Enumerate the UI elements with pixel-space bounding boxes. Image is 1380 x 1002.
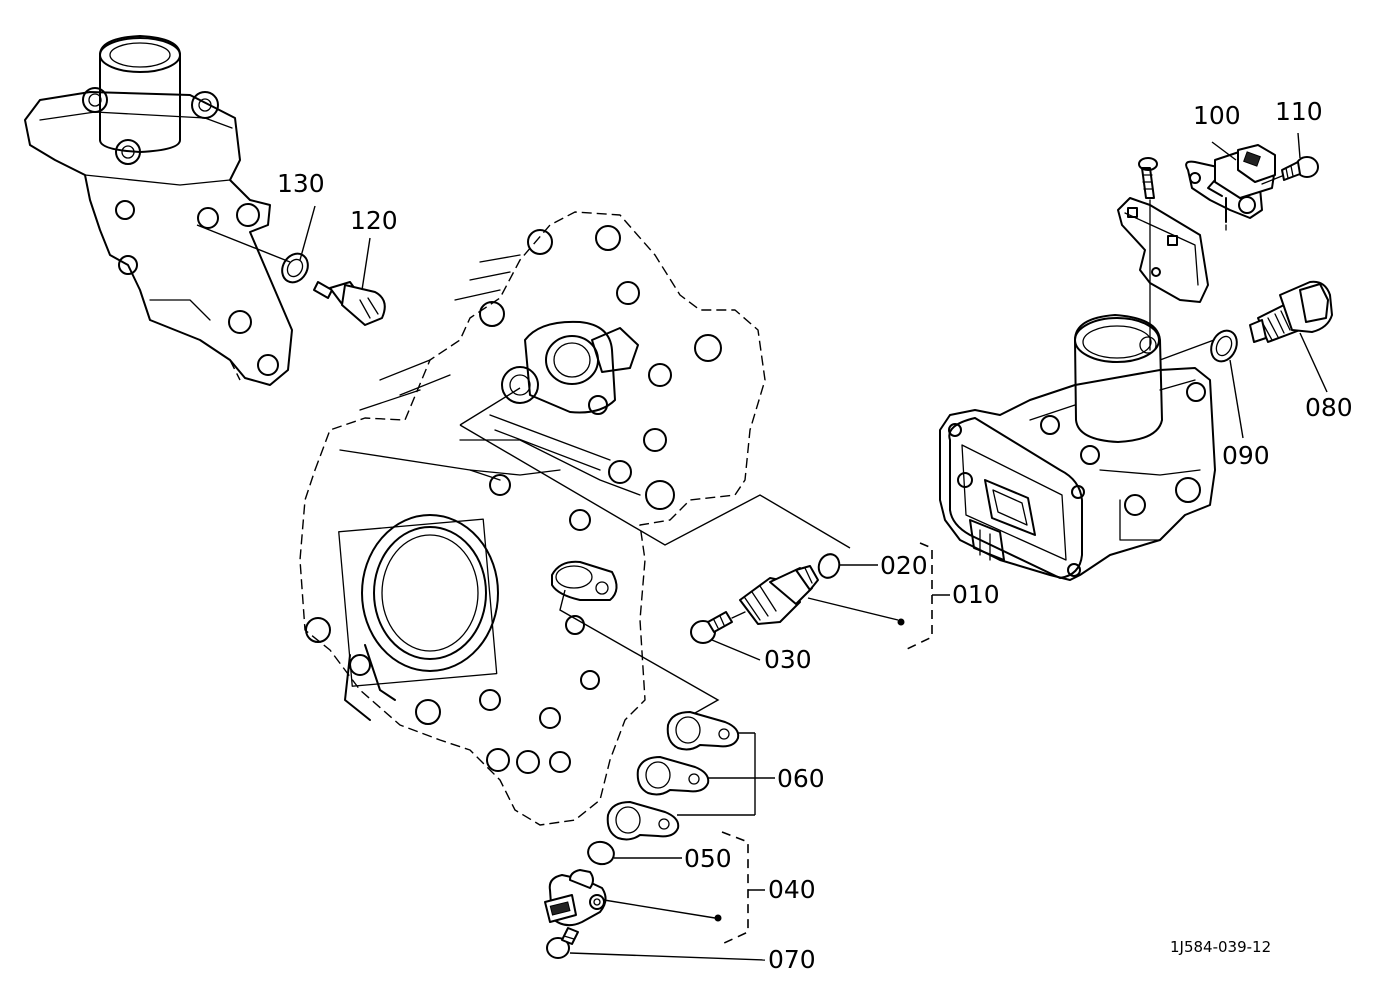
sensor-100 — [1185, 144, 1276, 231]
callout-080: 080 — [1305, 393, 1353, 422]
callout-070: 070 — [768, 945, 816, 974]
o-ring-020 — [817, 553, 841, 579]
callout-labels: 010 020 030 040 050 060 070 080 090 100 … — [277, 97, 1353, 974]
gasket-060 — [606, 801, 680, 841]
gasket-060 — [636, 756, 710, 796]
bolt-110 — [1261, 156, 1319, 185]
leader-lines — [196, 132, 1328, 961]
callout-130: 130 — [277, 169, 325, 198]
o-ring-050 — [587, 840, 615, 866]
callout-110: 110 — [1275, 97, 1323, 126]
bracket — [1117, 157, 1209, 351]
sensor-010 — [739, 565, 819, 625]
callout-030: 030 — [764, 645, 812, 674]
leader-dot — [714, 914, 722, 922]
sensor-120 — [313, 281, 386, 326]
gear-case-outline — [299, 211, 766, 826]
washer-130 — [281, 252, 309, 284]
callout-060: 060 — [777, 764, 825, 793]
group-bracket-010 — [904, 542, 933, 651]
thermostat-housing — [24, 35, 293, 386]
bolt-070 — [546, 927, 579, 959]
figure-code: 1J584-039-12 — [1170, 938, 1271, 956]
sensor-040 — [544, 869, 607, 927]
callout-040: 040 — [768, 875, 816, 904]
washer-090 — [1210, 329, 1238, 363]
callout-120: 120 — [350, 206, 398, 235]
callout-020: 020 — [880, 551, 928, 580]
callout-050: 050 — [684, 844, 732, 873]
leader-dot — [897, 618, 905, 626]
gasket-060 — [666, 711, 740, 751]
egr-valve-assembly — [939, 314, 1216, 581]
bolt-030 — [690, 611, 746, 644]
callout-010: 010 — [952, 580, 1000, 609]
callout-090: 090 — [1222, 441, 1270, 470]
sensor-080 — [1249, 280, 1333, 343]
callout-100: 100 — [1193, 101, 1241, 130]
